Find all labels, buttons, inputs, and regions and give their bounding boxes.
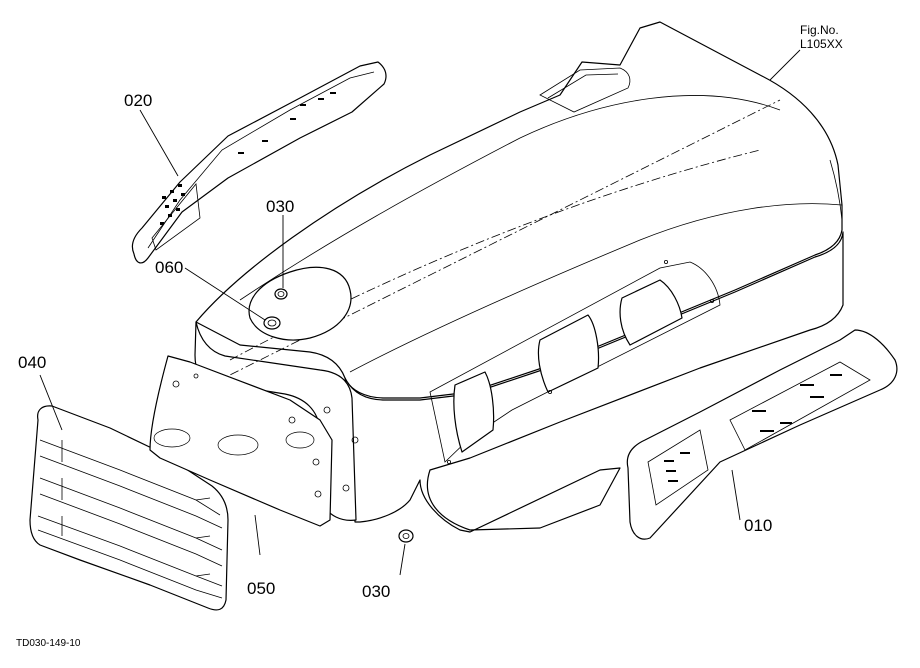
fig-no-value: L105XX: [800, 37, 843, 51]
side-panel-020: [131, 61, 387, 264]
callout-030-bottom: 030: [362, 582, 390, 601]
grommet-030-top: [274, 288, 288, 300]
callout-060: 060: [155, 258, 183, 277]
center-line: [199, 99, 781, 391]
drawing-id: TD030-149-10: [16, 638, 81, 649]
callout-030-top: 030: [266, 197, 294, 216]
leader-lines: [39, 49, 801, 576]
callout-020: 020: [124, 91, 152, 110]
callout-050: 050: [247, 579, 275, 598]
callout-040: 040: [18, 353, 46, 372]
fig-no-label: Fig.No.: [800, 23, 839, 37]
cap-part-060: [248, 266, 352, 341]
panel-markings: [664, 374, 842, 482]
grommet-030-bottom: [398, 529, 414, 543]
screen-panel-050: [149, 355, 333, 527]
callout-010: 010: [744, 516, 772, 535]
front-grille-040: [29, 405, 229, 611]
side-panel-010: [626, 329, 898, 540]
hood-body: [194, 21, 844, 533]
panel-markings: [160, 92, 336, 225]
